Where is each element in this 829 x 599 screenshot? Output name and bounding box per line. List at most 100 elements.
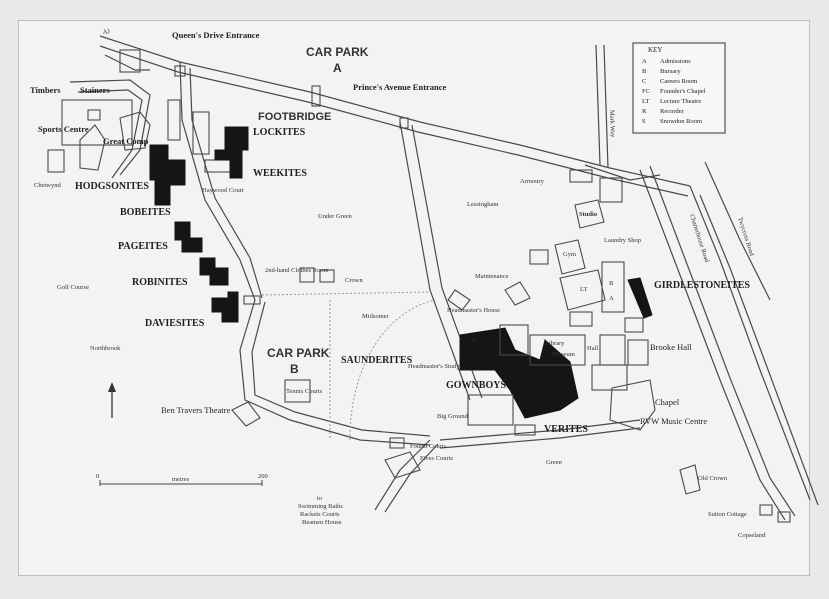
- west-internal-a: [69, 79, 151, 176]
- footpath-3: [349, 299, 436, 441]
- label-swimming-baths: Swimming Baths: [298, 503, 343, 510]
- main-road-north: [99, 35, 691, 187]
- key-label-6: Snowdon Room: [660, 118, 702, 125]
- car-park-a-letter: A: [333, 61, 342, 75]
- scale-bar: 0 metres 200: [96, 473, 268, 486]
- key-label-0: Admissions: [660, 58, 691, 65]
- label-mark-way: Mark Way: [608, 110, 616, 138]
- key-label-4: Lecture Theatre: [660, 98, 701, 105]
- key-label-2: Careers Room: [660, 78, 697, 85]
- key-code-4: LT: [642, 98, 649, 105]
- label-lt: LT: [580, 286, 587, 293]
- central-buildings: [231, 169, 791, 523]
- house-weekites: WEEKITES: [253, 168, 307, 179]
- label-charterhouse-road: Charterhouse Road: [688, 213, 710, 263]
- west-internal-b: [77, 89, 143, 179]
- house-blocks: [149, 126, 653, 419]
- label-bld-b: B: [609, 280, 614, 287]
- east-road-a: [689, 185, 811, 501]
- label-armoury: Armoury: [520, 178, 545, 185]
- key-code-6: S: [642, 118, 646, 125]
- label-haywood-court: Haywood Court: [202, 187, 244, 194]
- label-bld-a: A: [609, 295, 614, 302]
- key-title: KEY: [648, 46, 662, 54]
- queens-drive-a: [104, 54, 150, 71]
- key-code-3: FC: [642, 88, 650, 95]
- label-sports-centre: Sports Centre: [38, 124, 89, 134]
- green-road-a: [439, 419, 641, 441]
- footbridge-label: FOOTBRIDGE: [258, 111, 331, 123]
- main-road-south: [99, 45, 689, 197]
- mark-way-road-a: [595, 44, 601, 166]
- label-under-green: Under Green: [318, 213, 352, 220]
- label-to: to: [317, 495, 322, 502]
- lower-loop-b: [251, 301, 431, 437]
- key-code-0: A: [642, 58, 647, 65]
- key-code-1: B: [642, 68, 647, 75]
- label-maintenance: Maintenance: [475, 273, 509, 280]
- car-park-b-label: CAR PARK: [267, 346, 330, 360]
- label-beamen-house: Beamen House: [302, 519, 342, 526]
- house-lockites: LOCKITES: [253, 127, 306, 138]
- label-copseland: Copseland: [738, 532, 766, 539]
- label-fc: FC: [471, 337, 479, 344]
- label-rackets-courts: Rackets Courts: [300, 511, 340, 518]
- label-golf-course: Golf Course: [57, 284, 89, 291]
- label-fives-courts: Fives Courts: [420, 455, 454, 462]
- footpath-1: [261, 291, 431, 296]
- west-buildings: [47, 49, 409, 173]
- key-code-2: C: [642, 78, 646, 85]
- north-arrow: [108, 382, 116, 418]
- label-stainers: Stainers: [80, 85, 110, 95]
- car-park-b-letter: B: [290, 362, 299, 376]
- scale-start: 0: [96, 473, 99, 480]
- scale-end: 200: [258, 473, 268, 480]
- charterhouse-rd-b: [649, 165, 796, 517]
- key-label-1: Bursary: [660, 68, 681, 75]
- key-code-5: R: [642, 108, 647, 115]
- car-park-a-label: CAR PARK: [306, 45, 369, 59]
- label-lessingham: Lessingham: [467, 201, 498, 208]
- label-chetwynd: Chetwynd: [34, 182, 61, 189]
- label-old-crown: Old Crown: [698, 475, 728, 482]
- princes-drive-a: [399, 121, 471, 401]
- label-tennis-courts: Tennis Courts: [286, 388, 323, 395]
- lower-loop-a: [239, 299, 431, 446]
- house-bobeites: BOBEITES: [120, 207, 171, 218]
- label-secondhand-clothes: 2nd-hand Clothes Room: [265, 267, 329, 274]
- label-timbers: Timbers: [30, 85, 61, 95]
- key-label-3: Founder's Chapel: [660, 88, 706, 95]
- a-road-label: AJ: [102, 28, 111, 36]
- house-pageites: PAGEITES: [118, 241, 168, 252]
- charterhouse-rd-a: [639, 169, 786, 521]
- label-midsomer: Midsomer: [362, 313, 390, 320]
- label-chapel: Chapel: [655, 397, 680, 407]
- west-loop-a: [179, 61, 256, 301]
- house-robinites: ROBINITES: [132, 277, 188, 288]
- label-great-comp: Great Comp: [103, 136, 149, 146]
- mark-way-road-b: [603, 44, 609, 169]
- label-museum: Museum: [552, 351, 575, 358]
- label-library: Library: [545, 340, 565, 347]
- label-gym: Gym: [563, 251, 576, 258]
- label-rvw-music-centre: RVW Music Centre: [640, 416, 707, 426]
- key-label-5: Recorder: [660, 108, 685, 115]
- label-ben-travers-theatre: Ben Travers Theatre: [161, 405, 230, 415]
- queens-drive-label: Queen's Drive Entrance: [172, 30, 260, 40]
- label-laundry-shop: Laundry Shop: [604, 237, 641, 244]
- label-studio: Studio: [579, 211, 597, 218]
- label-hall: Hall: [587, 345, 598, 352]
- princes-avenue-label: Prince's Avenue Entrance: [353, 82, 447, 92]
- house-gownboys: GOWNBOYS: [446, 380, 506, 391]
- label-headmasters-study: Headmaster's Study: [408, 363, 460, 370]
- house-hodgsonites: HODGSONITES: [75, 181, 149, 192]
- south-road-a: [374, 439, 431, 511]
- label-green: Green: [546, 459, 563, 466]
- west-loop-b: [189, 67, 263, 299]
- label-brooke-hall: Brooke Hall: [650, 342, 692, 352]
- house-daviesites: DAVIESITES: [145, 318, 205, 329]
- scale-unit: metres: [172, 476, 190, 483]
- south-road-b: [384, 443, 439, 513]
